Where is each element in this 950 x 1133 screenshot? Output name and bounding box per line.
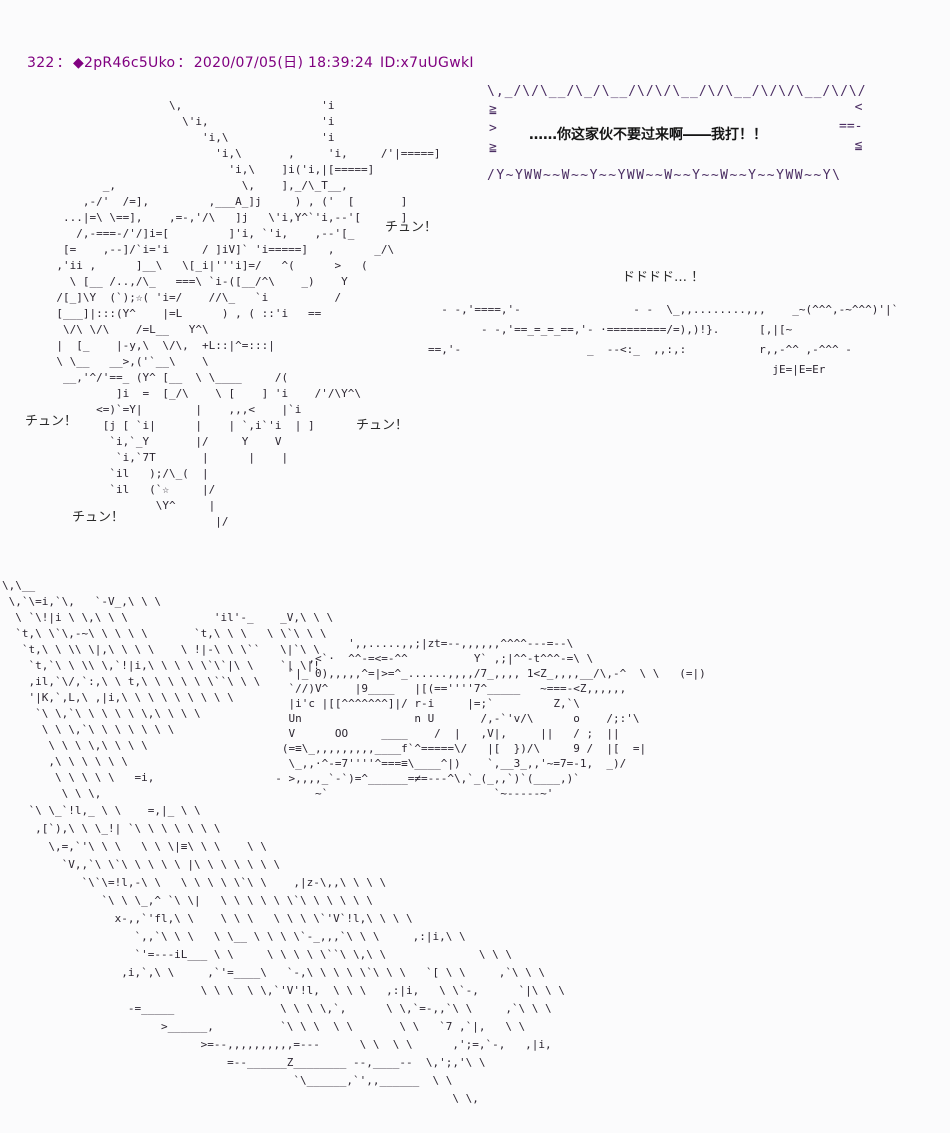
bubble-border-bottom: /Y~YWW~~W~~Y~~YWW~~W~~Y~~W~~Y~~YWW~~Y\ — [487, 168, 842, 183]
ascii-art-character-with-birds: \, 'i \'i, 'i 'i,\ 'i 'i,\ , 'i, /'|====… — [56, 99, 441, 528]
dialogue-text: ……你这家伙不要过来啊――我打！！ — [529, 127, 767, 143]
sfx-chirp-middle: チュン！ — [356, 418, 409, 433]
post-separator: ： — [56, 55, 71, 71]
ascii-art-car: ',,.....,,;|zt=--,,,,,,^^^^---=--\ ,<`· … — [275, 637, 706, 800]
post-header: 322：◆2pR46c5Uko：2020/07/05(日) 18:39:24 I… — [8, 36, 476, 88]
bubble-border-top: \,_/\/\__/\_/\__/\/\/\__/\/\__/\/\/\__/\… — [487, 84, 865, 99]
sfx-chirp-top: チュン！ — [385, 220, 438, 235]
ascii-art-diagonal-lines-upper: \,\__ \,`\=i,`\, `-V_,\ \ \ \ `\!|i \ \,… — [2, 579, 334, 800]
ascii-art-speed-dashes: - -,'====,'- - - \_,,........,,, _~(^^^,… — [428, 303, 899, 376]
sfx-rumble: ドドドド… ！ — [622, 270, 705, 285]
post-user-id: ID:x7uUGwkI — [380, 55, 474, 71]
post-tripcode: ◆2pR46c5Uko — [72, 55, 176, 71]
speech-bubble: \,_/\/\__/\_/\__/\/\/\__/\/\__/\/\/\__/\… — [487, 84, 865, 186]
sfx-chirp-left: チュン！ — [25, 414, 78, 429]
sfx-chirp-bottom: チュン！ — [72, 510, 125, 525]
bubble-border-left: ≧ > ≧ — [489, 102, 497, 155]
post-number: 322 — [27, 55, 55, 71]
bubble-border-right: < ==- ≦ — [839, 100, 863, 153]
post-datetime: 2020/07/05(日) 18:39:24 — [193, 55, 374, 71]
post-separator: ： — [177, 55, 192, 71]
ascii-art-diagonal-lines-lower: `\ \_`!l,_ \ \ =,|_ \ \ ,[`),\ \ \_!| `\… — [28, 804, 565, 1105]
